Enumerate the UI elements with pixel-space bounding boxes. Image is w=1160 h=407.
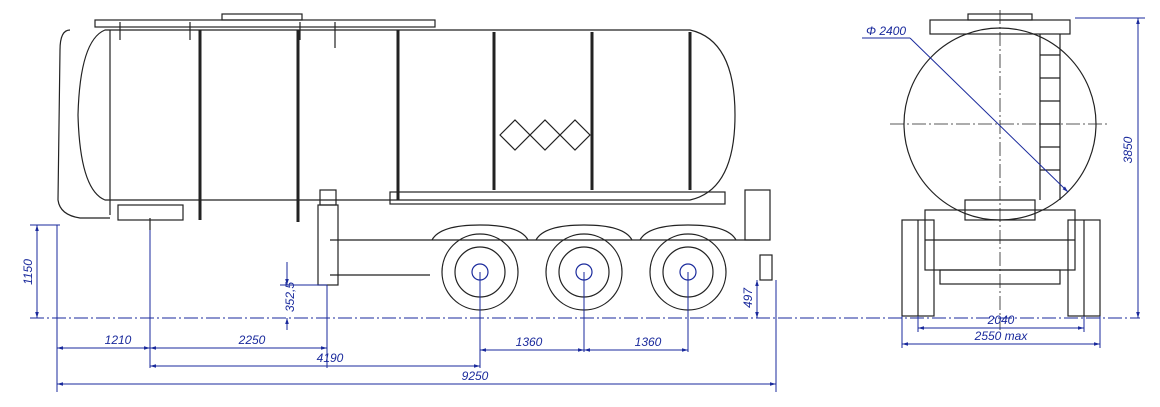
landing-gear (317, 204, 339, 286)
top-walkway (94, 19, 436, 28)
dim-axle-spacing-1: 1360 (516, 335, 543, 349)
dim-tank-diameter: Φ 2400 (866, 24, 906, 38)
side-rail (389, 191, 726, 205)
rear-dimensions (862, 17, 1145, 348)
dim-track-width: 2040 (987, 313, 1015, 327)
tank-bands (198, 30, 692, 222)
rear-dimension-labels: Φ 2400 3850 2040 2550 max (866, 24, 1135, 343)
dim-max-width: 2550 max (974, 329, 1029, 343)
side-dimension-labels: 1210 2250 4190 1360 1360 9250 1150 352,5… (21, 259, 755, 383)
side-view (57, 13, 773, 311)
dim-overall-length: 9250 (462, 369, 489, 383)
dim-rear-clearance: 497 (741, 287, 755, 308)
front-bulkhead (57, 29, 110, 219)
dim-coupling-height: 1150 (21, 259, 35, 285)
rear-ladder (1039, 34, 1061, 200)
dim-kingpin-to-gear: 2250 (238, 333, 266, 347)
tank-body (77, 29, 736, 201)
dim-overall-height: 3850 (1121, 136, 1135, 163)
side-dimensions (30, 224, 777, 392)
dim-kingpin-to-axle: 4190 (317, 351, 344, 365)
placard-pattern (499, 119, 591, 151)
dim-axle-spacing-2: 1360 (635, 335, 662, 349)
dim-landing-gear-height: 352,5 (283, 282, 297, 312)
dim-overhang-front: 1210 (105, 333, 132, 347)
